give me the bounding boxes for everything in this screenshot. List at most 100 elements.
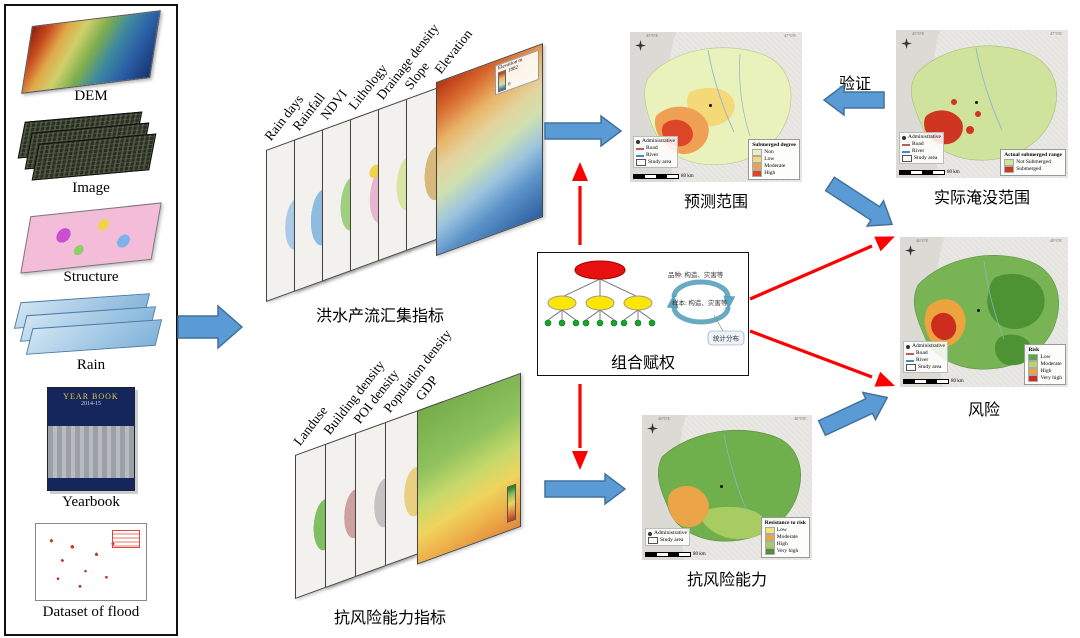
data-source-panel: DEM Image Structure Rain YE [4, 4, 178, 636]
scale-bar: 80 km [645, 552, 706, 557]
ahp-criterion-node [547, 295, 577, 311]
flood-dataset-thumbnail [35, 523, 147, 602]
yearbook-cover-bottom [48, 477, 134, 490]
yearbook-cover-subtitle: 2014-15 [81, 400, 101, 407]
legend-chip [1004, 159, 1015, 166]
weighting-note-mid: 样本: 构造、灾害等 [672, 298, 728, 307]
map-resistance: 46°0'E 48°0'E Resistance to risk Low Mod… [642, 415, 812, 560]
map-legend: Submerged degree Non Low Moderate High [748, 139, 800, 180]
legend-chip [764, 527, 775, 534]
weighting-diagram: 品种: 构造、灾害等 样本: 构造、灾害等 统计分布 [544, 260, 745, 346]
layer-sheet-gdp [417, 372, 521, 565]
map-legend: Resistance to risk Low Moderate High Ver… [760, 517, 810, 558]
legend-chip [752, 170, 763, 177]
datasource-label-yearbook: Yearbook [62, 493, 120, 510]
city-marker [975, 101, 979, 105]
map-base-legend: Administrative Road River Study area [903, 341, 948, 373]
compass-icon [901, 38, 912, 49]
legend-chip [752, 163, 763, 170]
yearbook-cover-top: YEAR BOOK 2014-15 [48, 387, 134, 426]
caption-combined-weighting: 组合赋权 [610, 355, 675, 372]
arrow-weighting-to-risk-upper [749, 236, 895, 301]
legend-label: Very high [776, 548, 799, 554]
legend-chip [764, 534, 775, 541]
legend-chip [1028, 361, 1039, 368]
compass-icon [647, 423, 658, 434]
legend-label: High [764, 170, 776, 176]
legend-label: Moderate [764, 163, 786, 169]
weighting-callout-box [707, 330, 745, 346]
dem-thumbnail [21, 9, 161, 94]
caption-resistance: 抗风险能力 [686, 572, 767, 589]
scale-bar: 80 km [633, 174, 694, 179]
map-legend: Risk Low Moderate High Very high [1024, 344, 1066, 385]
arrow-predicted-to-risk [824, 176, 894, 227]
compass-icon [635, 40, 646, 51]
legend-chip [1028, 354, 1039, 361]
caption-risk: 风险 [967, 402, 1000, 419]
yearbook-cover-photo [48, 425, 134, 478]
legend-chip [1028, 375, 1039, 382]
legend-chip [752, 156, 763, 163]
coordinate-tick: 46°0'E [916, 238, 929, 243]
coordinate-tick: 48°0'E [1049, 238, 1062, 243]
city-marker [977, 309, 981, 312]
legend-chip [764, 541, 775, 548]
datasource-label-dem: DEM [74, 87, 108, 104]
datasource-yearbook: YEAR BOOK 2014-15 Yearbook [47, 386, 135, 511]
legend-label: High [776, 541, 788, 547]
flood-dataset-grid [112, 530, 140, 549]
datasource-flood-dataset: Dataset of flood [35, 523, 147, 621]
legend-label: Not Submerged [1016, 159, 1051, 165]
legend-label: Low [764, 156, 775, 162]
scale-bar: 80 km [899, 170, 960, 175]
legend-label: Moderate [776, 534, 798, 540]
legend-label: High [1040, 368, 1052, 374]
arrow-resistance-to-risk [817, 391, 889, 437]
legend-title: Risk [1028, 347, 1040, 353]
layer-sheet-elevation: Elevation m 1882 0 [436, 43, 543, 257]
datasource-structure: Structure [20, 202, 162, 286]
ahp-goal-node [574, 260, 626, 280]
map-base-legend: Administrative Study area [645, 528, 690, 546]
legend-label: Moderate [1040, 361, 1062, 367]
coordinate-tick: 45°0'E [912, 31, 925, 36]
caption-flood-indicators: 洪水产流汇集指标 [315, 308, 444, 325]
legend-label: Low [1040, 354, 1051, 360]
ahp-criterion-node [585, 295, 615, 311]
weighting-cycle-arrows [666, 279, 736, 325]
coordinate-tick: 47°0'E [1049, 31, 1062, 36]
scale-bar: 80 km [903, 379, 964, 384]
legend-chip [1004, 166, 1015, 173]
legend-label: Non [764, 149, 774, 155]
caption-resistance-indicators: 抗风险能力指标 [333, 610, 446, 627]
structure-thumbnail [20, 202, 162, 274]
legend-title: Submerged degree [752, 142, 796, 148]
datasource-label-structure: Structure [63, 268, 119, 285]
map-base-legend: Administrative Road River Study area [899, 132, 944, 164]
coordinate-tick: 45°0'E [646, 33, 659, 38]
elevation-color-ramp [498, 69, 506, 93]
yearbook-thumbnail: YEAR BOOK 2014-15 [47, 386, 135, 491]
datasource-label-rain: Rain [76, 357, 106, 374]
legend-chip [752, 149, 763, 156]
rain-thumbnail [13, 293, 165, 356]
legend-label: Very high [1040, 375, 1062, 381]
ahp-indicator-nodes [544, 319, 656, 327]
arrow-data-to-indicators [177, 304, 244, 350]
datasource-dem: DEM [21, 9, 161, 105]
map-risk: 46°0'E 48°0'E Risk Low Moderate High Ver… [900, 237, 1068, 387]
ahp-criterion-node [623, 295, 653, 311]
coordinate-tick: 47°0'E [783, 33, 796, 38]
weighting-callout-label: 统计分布 [713, 334, 740, 343]
map-predicted-range: 45°0'E 47°0'E Submerged degree Non Low M… [630, 32, 802, 182]
city-marker [720, 484, 724, 488]
compass-icon [905, 245, 916, 256]
map-legend: Actual submerged range Not Submerged Sub… [1000, 149, 1066, 176]
arrow-weighting-to-resistance [572, 384, 588, 470]
legend-title: Resistance to risk [764, 520, 806, 526]
arrow-weighting-to-flood [572, 162, 588, 245]
arrow-flood-to-predicted [544, 114, 623, 148]
validation-label: 验证 [838, 76, 871, 93]
